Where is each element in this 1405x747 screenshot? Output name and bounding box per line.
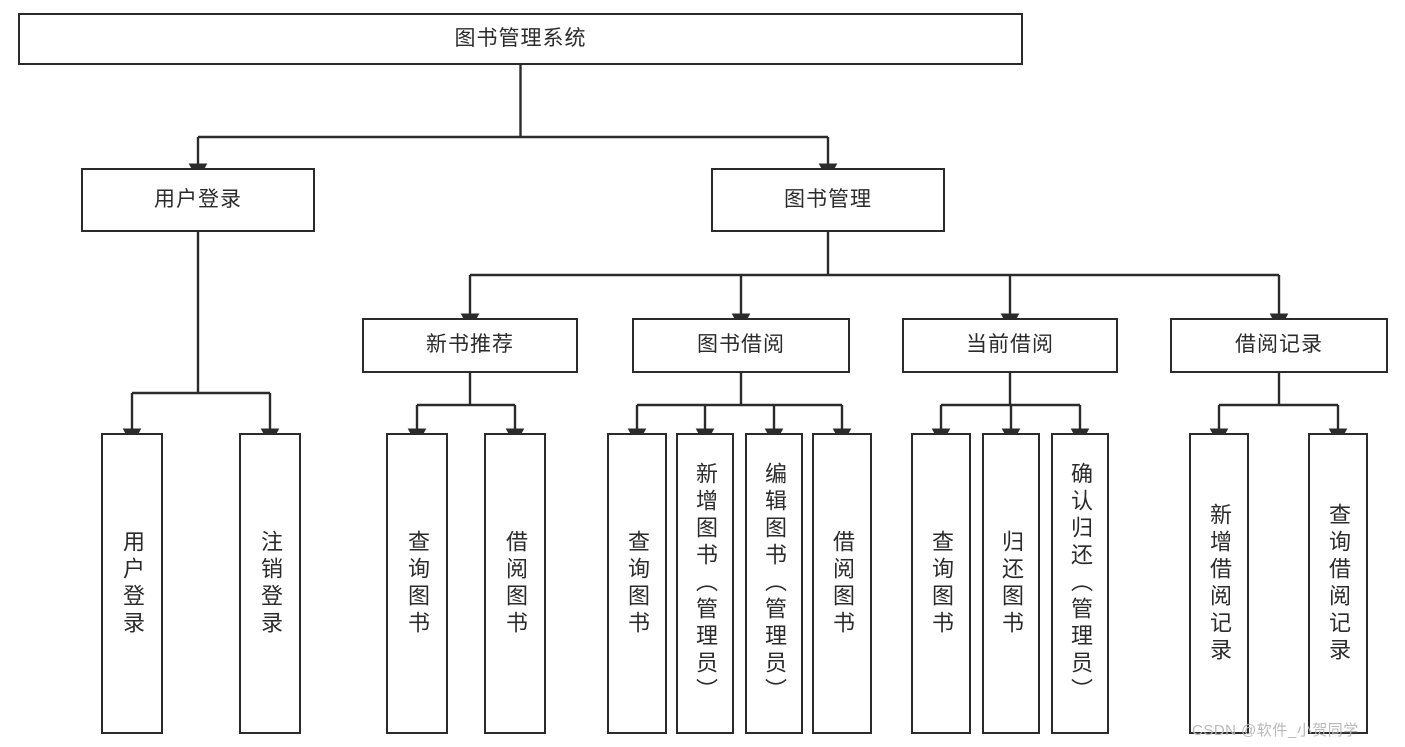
node-label: 用户登录: [120, 529, 145, 638]
node-label: 归还图书: [999, 529, 1024, 638]
node-leaf4[interactable]: 借阅图书: [484, 433, 546, 734]
node-label: 查询借阅记录: [1326, 502, 1351, 665]
node-label: 新增图书（管理员）: [693, 462, 718, 705]
node-leaf9[interactable]: 查询图书: [911, 433, 971, 734]
node-leaf12[interactable]: 新增借阅记录: [1189, 433, 1249, 734]
node-label: 查询图书: [929, 529, 954, 638]
node-l2a[interactable]: 用户登录: [81, 168, 315, 232]
node-label: 查询图书: [405, 529, 430, 638]
node-leaf13[interactable]: 查询借阅记录: [1308, 433, 1368, 734]
node-leaf5[interactable]: 查询图书: [607, 433, 667, 734]
node-label: 新书推荐: [426, 333, 514, 357]
node-label: 当前借阅: [966, 333, 1054, 357]
node-label: 注销登录: [258, 529, 283, 638]
node-l3c[interactable]: 当前借阅: [902, 318, 1118, 373]
node-label: 借阅图书: [830, 529, 855, 638]
node-label: 借阅图书: [503, 529, 528, 638]
node-label: 图书管理系统: [454, 26, 587, 50]
node-label: 新增借阅记录: [1207, 502, 1232, 665]
node-label: 图书借阅: [697, 333, 785, 357]
node-l3b[interactable]: 图书借阅: [632, 318, 850, 373]
node-label: 借阅记录: [1235, 333, 1323, 357]
node-l3a[interactable]: 新书推荐: [362, 318, 578, 373]
connector-lines: [122, 65, 1348, 446]
node-label: 图书管理: [784, 187, 872, 211]
node-root[interactable]: 图书管理系统: [18, 13, 1023, 65]
node-leaf10[interactable]: 归还图书: [982, 433, 1040, 734]
node-leaf2[interactable]: 注销登录: [239, 433, 301, 734]
node-label: 用户登录: [154, 187, 242, 211]
node-l2b[interactable]: 图书管理: [711, 168, 945, 232]
node-l3d[interactable]: 借阅记录: [1170, 318, 1388, 373]
node-leaf6[interactable]: 新增图书（管理员）: [676, 433, 734, 734]
node-leaf3[interactable]: 查询图书: [386, 433, 448, 734]
node-label: 编辑图书（管理员）: [762, 462, 787, 705]
node-leaf8[interactable]: 借阅图书: [812, 433, 872, 734]
node-leaf1[interactable]: 用户登录: [101, 433, 163, 734]
node-label: 查询图书: [625, 529, 650, 638]
node-leaf11[interactable]: 确认归还（管理员）: [1051, 433, 1109, 734]
node-label: 确认归还（管理员）: [1068, 462, 1093, 705]
node-leaf7[interactable]: 编辑图书（管理员）: [745, 433, 803, 734]
